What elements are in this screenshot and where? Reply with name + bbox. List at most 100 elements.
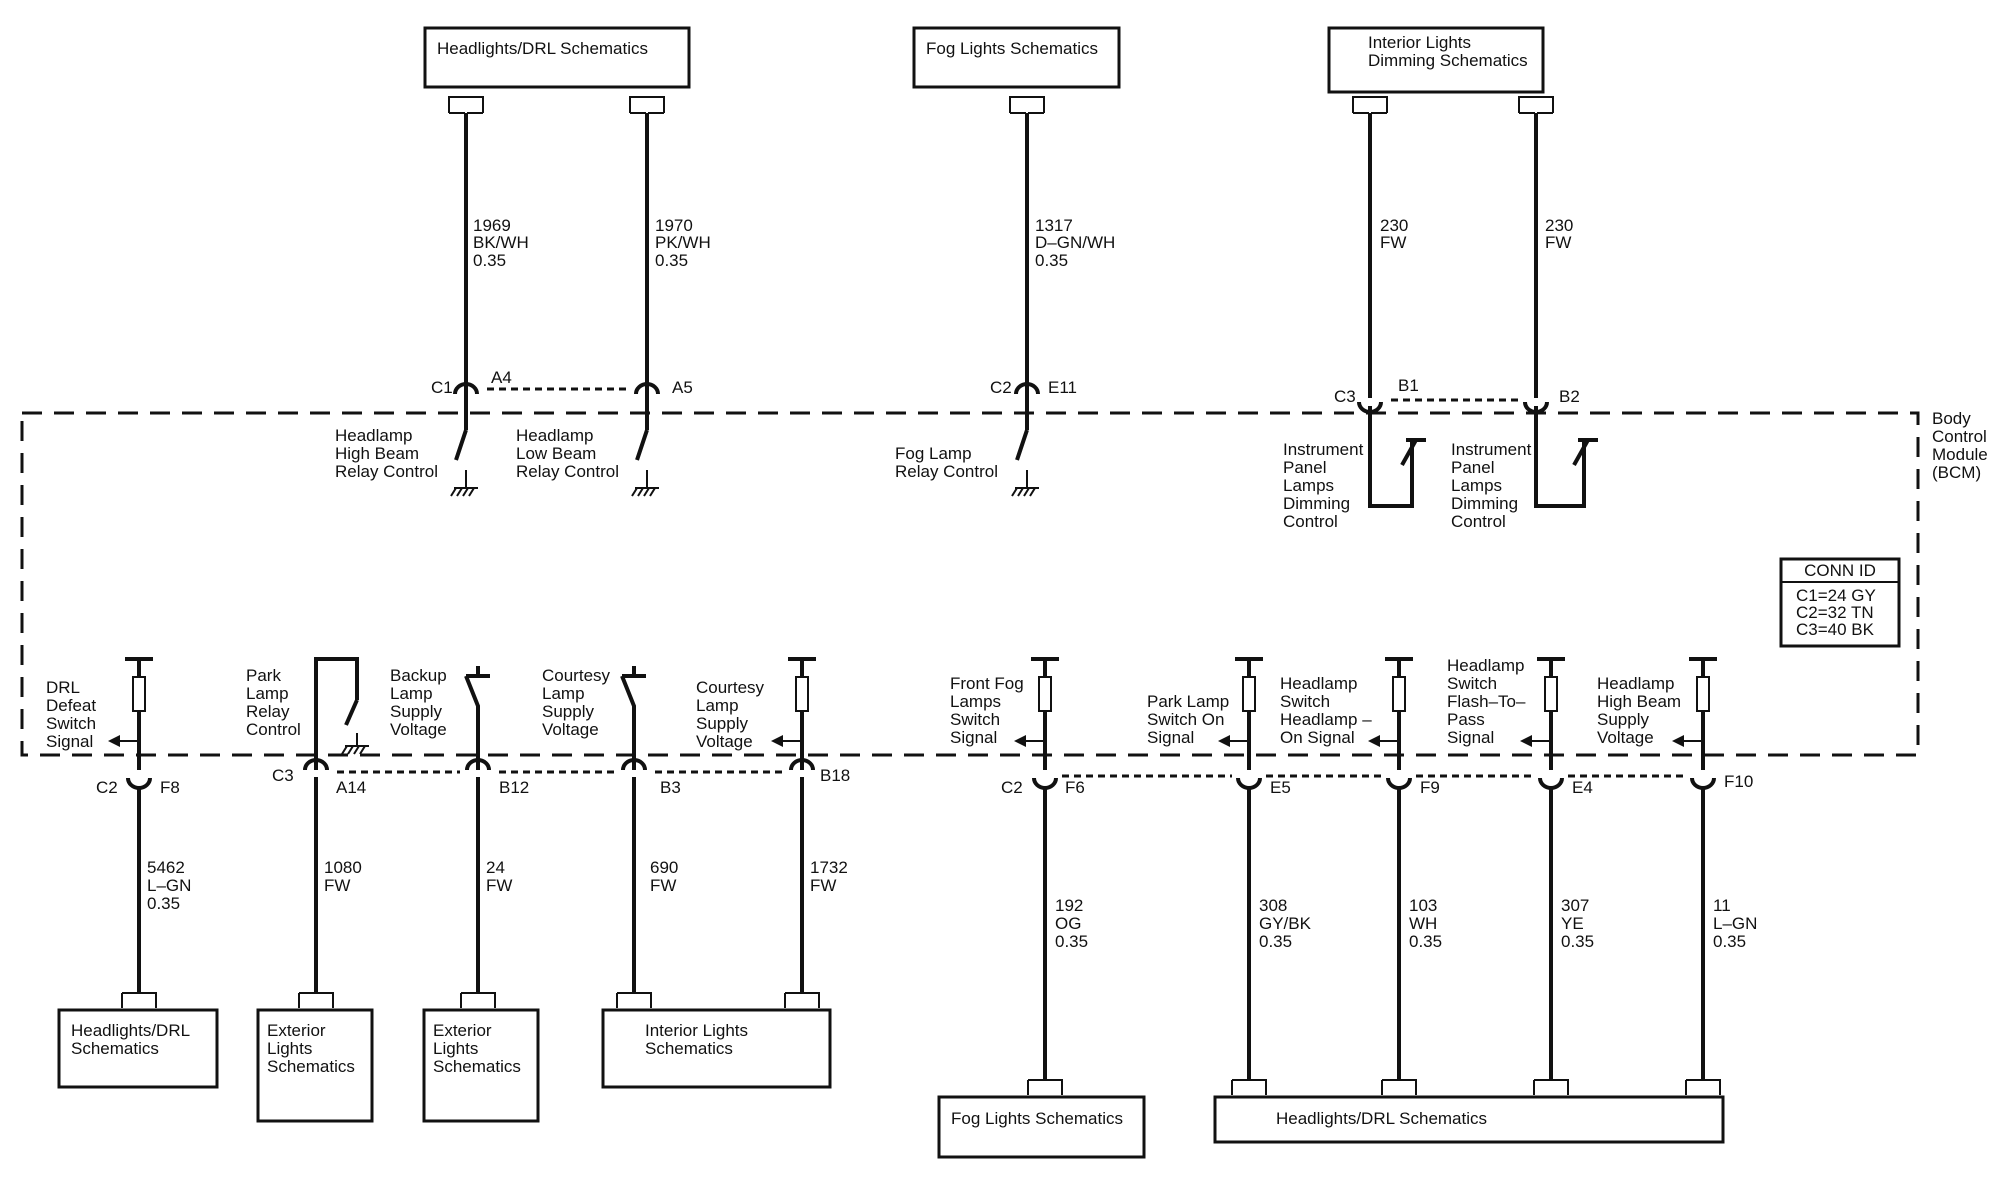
function-label-line: Headlamp bbox=[1280, 674, 1358, 693]
box-label: Schematics bbox=[433, 1057, 521, 1076]
box-label: Schematics bbox=[267, 1057, 355, 1076]
bcm-internal-circuits-bottom bbox=[108, 657, 1717, 770]
function-label-line: Lamp bbox=[246, 684, 289, 703]
box-interior-lights-dimming-top: Interior Lights Dimming Schematics bbox=[1327, 26, 1545, 94]
function-label-line: Dimming bbox=[1451, 494, 1518, 513]
wire-color: FW bbox=[650, 876, 676, 895]
function-label-line: Lamp bbox=[696, 696, 739, 715]
wire-circuit: 1732 bbox=[810, 858, 848, 877]
wire-size: 0.35 bbox=[1259, 932, 1292, 951]
function-label-line: Pass bbox=[1447, 710, 1485, 729]
function-label-courtesy-lamp-b3: Courtesy Lamp Supply Voltage bbox=[542, 666, 611, 739]
function-label-fog-lamp-relay: Fog Lamp Relay Control bbox=[895, 444, 998, 481]
function-label-line: Supply bbox=[390, 702, 442, 721]
function-label-line: Lamp bbox=[542, 684, 585, 703]
conn-id-row: C1=24 GY bbox=[1796, 586, 1876, 605]
wire-color: FW bbox=[1545, 233, 1571, 252]
module-label-line: Body bbox=[1932, 409, 1971, 428]
function-label-line: Instrument bbox=[1451, 440, 1532, 459]
wire-size: 0.35 bbox=[1713, 932, 1746, 951]
pin-id: B2 bbox=[1559, 387, 1580, 406]
function-label-line: Switch bbox=[950, 710, 1000, 729]
wire-color: L–GN bbox=[1713, 914, 1757, 933]
pin-id: E5 bbox=[1270, 778, 1291, 797]
wire-circuit: 308 bbox=[1259, 896, 1287, 915]
wire-circuit: 230 bbox=[1545, 216, 1573, 235]
function-label-line: Courtesy bbox=[542, 666, 611, 685]
function-label-line: Backup bbox=[390, 666, 447, 685]
pin-id: E4 bbox=[1572, 778, 1593, 797]
function-label-high-beam-supply: Headlamp High Beam Supply Voltage bbox=[1597, 674, 1681, 747]
box-label: Lights bbox=[433, 1039, 478, 1058]
box-label: Headlights/DRL Schematics bbox=[437, 39, 648, 58]
box-interior-lights-bottom: Interior Lights Schematics bbox=[601, 1008, 832, 1089]
wire-circuit: 103 bbox=[1409, 896, 1437, 915]
conn-id-row: C2=32 TN bbox=[1796, 603, 1874, 622]
wire-size: 0.35 bbox=[1409, 932, 1442, 951]
wire-circuit: 192 bbox=[1055, 896, 1083, 915]
function-label-park-lamp-relay: Park Lamp Relay Control bbox=[246, 666, 301, 739]
box-fog-lights-bottom: Fog Lights Schematics bbox=[937, 1095, 1146, 1159]
function-label-flash-to-pass: Headlamp Switch Flash–To– Pass Signal bbox=[1447, 656, 1526, 747]
function-label-line: Headlamp bbox=[1447, 656, 1525, 675]
connector-id: C2 bbox=[1001, 778, 1023, 797]
function-label-line: Relay Control bbox=[895, 462, 998, 481]
function-label-line: Headlamp bbox=[335, 426, 413, 445]
connector-id: C3 bbox=[272, 766, 294, 785]
connector-id: C2 bbox=[990, 378, 1012, 397]
wire-color: FW bbox=[486, 876, 512, 895]
box-exterior-lights-1: Exterior Lights Schematics bbox=[256, 1008, 374, 1123]
top-connector-labels: C1 A4 A5 C2 E11 C3 B1 B2 bbox=[431, 368, 1580, 406]
pin-id: A5 bbox=[672, 378, 693, 397]
wire-circuit: 11 bbox=[1713, 896, 1731, 915]
box-exterior-lights-2: Exterior Lights Schematics bbox=[422, 1008, 540, 1123]
wire-circuit: 1317 bbox=[1035, 216, 1073, 235]
wire-label-24: 24 FW bbox=[486, 858, 512, 895]
box-label: Fog Lights Schematics bbox=[926, 39, 1098, 58]
box-label: Interior Lights bbox=[645, 1021, 748, 1040]
function-label-line: Headlamp bbox=[1597, 674, 1675, 693]
wire-size: 0.35 bbox=[147, 894, 180, 913]
function-label-line: Park bbox=[246, 666, 281, 685]
box-label: Interior Lights bbox=[1368, 33, 1471, 52]
function-label-line: Fog Lamp bbox=[895, 444, 972, 463]
box-label: Exterior bbox=[433, 1021, 492, 1040]
function-label-line: Lamps bbox=[950, 692, 1001, 711]
box-label: Schematics bbox=[645, 1039, 733, 1058]
function-label-line: Control bbox=[1283, 512, 1338, 531]
function-label-line: Headlamp – bbox=[1280, 710, 1372, 729]
pin-id: E11 bbox=[1048, 378, 1077, 397]
wire-circuit: 1970 bbox=[655, 216, 693, 235]
function-label-ip-dimming-b: Instrument Panel Lamps Dimming Control bbox=[1451, 440, 1532, 531]
pin-id: F9 bbox=[1420, 778, 1440, 797]
pin-id: B3 bbox=[660, 778, 681, 797]
function-label-line: High Beam bbox=[1597, 692, 1681, 711]
conn-id-title: CONN ID bbox=[1804, 561, 1876, 580]
function-label-front-fog-switch: Front Fog Lamps Switch Signal bbox=[950, 674, 1024, 747]
wire-color: OG bbox=[1055, 914, 1081, 933]
box-label: Headlights/DRL Schematics bbox=[1276, 1109, 1487, 1128]
function-label-line: Switch bbox=[1280, 692, 1330, 711]
wire-color: FW bbox=[810, 876, 836, 895]
connector-id: C3 bbox=[1334, 387, 1356, 406]
connector-id: C1 bbox=[431, 378, 453, 397]
function-label-line: Lamps bbox=[1451, 476, 1502, 495]
top-wires bbox=[464, 113, 1538, 398]
wire-color: WH bbox=[1409, 914, 1437, 933]
pin-id: F8 bbox=[160, 778, 180, 797]
function-label-hl-low-beam-relay: Headlamp Low Beam Relay Control bbox=[516, 426, 619, 481]
function-label-line: Switch bbox=[46, 714, 96, 733]
wire-circuit: 5462 bbox=[147, 858, 185, 877]
function-label-line: Switch bbox=[1447, 674, 1497, 693]
wire-label-103: 103 WH 0.35 bbox=[1409, 896, 1442, 951]
wire-size: 0.35 bbox=[1561, 932, 1594, 951]
box-label: Exterior bbox=[267, 1021, 326, 1040]
function-label-line: On Signal bbox=[1280, 728, 1355, 747]
wire-size: 0.35 bbox=[655, 251, 688, 270]
connector-id: C2 bbox=[96, 778, 118, 797]
wire-color: FW bbox=[1380, 233, 1406, 252]
function-label-courtesy-lamp-b18: Courtesy Lamp Supply Voltage bbox=[696, 678, 765, 751]
function-label-line: Signal bbox=[46, 732, 93, 751]
wire-circuit: 24 bbox=[486, 858, 505, 877]
